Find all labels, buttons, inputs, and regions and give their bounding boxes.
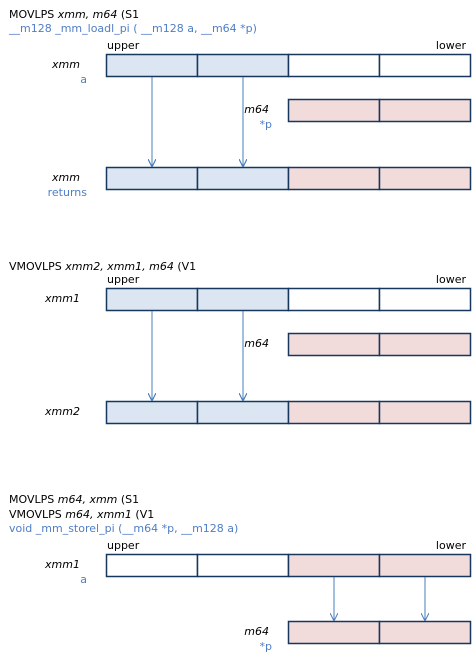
register-cell-empty [105,553,199,578]
register-cell-lower [378,98,472,123]
lower-label: lower [435,539,466,552]
register-alias: returns [47,186,87,199]
register-alias: *p [259,118,272,131]
instruction-title-alt-part: m64, xmm1 [65,508,132,521]
register-cell-lower [378,620,472,645]
register-cell-lower [287,98,381,123]
register-cell-lower [378,553,472,578]
instruction-title: VMOVLPS xmm2, xmm1, m64 (V1 [9,260,196,273]
register-cell-lower [287,620,381,645]
register-xmm2 [105,400,472,425]
register-cell-upper [105,53,199,78]
instruction-title-part: xmm2, xmm1, m64 [65,260,174,273]
register-alias: a [80,573,87,586]
register-name: xmm [52,58,80,71]
instruction-title-part: VMOVLPS [9,260,66,273]
register-cell-empty [378,53,472,78]
register-cell-upper [196,287,290,312]
register-cell-lower [287,400,381,425]
upper-label: upper [107,39,140,52]
register-name: xmm1 [45,558,80,571]
intrinsic-signature: void _mm_storel_pi (__m64 *p, __m128 a) [9,522,239,535]
register-cell-empty [287,53,381,78]
register-m64 [287,620,472,645]
register-cell-upper [105,166,199,191]
register-name: m64 [244,337,269,350]
register-cell-lower [287,332,381,357]
register-cell-lower [378,332,472,357]
lower-label: lower [435,39,466,52]
register-m64 [287,98,472,123]
upper-label: upper [107,273,140,286]
lower-label: lower [435,273,466,286]
register-cell-upper [196,166,290,191]
register-name: xmm1 [45,292,80,305]
instruction-title: MOVLPS xmm, m64 (S1 [9,8,139,21]
register-cell-lower [378,400,472,425]
register-cell-upper [196,53,290,78]
register-name: m64 [244,625,269,638]
register-cell-empty [287,287,381,312]
upper-label: upper [107,539,140,552]
register-name: xmm [52,171,80,184]
register-cell-lower [287,166,381,191]
instruction-title: MOVLPS m64, xmm (S1 [9,493,139,506]
instruction-title-part: (V1 [173,260,197,273]
instruction-title-alt-part: VMOVLPS [9,508,66,521]
register-cell-lower [378,166,472,191]
instruction-title-part: m64, xmm [57,493,118,506]
register-cell-upper [196,400,290,425]
register-cell-empty [378,287,472,312]
intrinsic-signature: __m128 _mm_loadl_pi ( __m128 a, __m64 *p… [9,22,257,35]
instruction-title-alt-part: (V1 [131,508,155,521]
register-m64 [287,332,472,357]
instruction-title-part: MOVLPS [9,493,58,506]
instruction-title-part: (S1 [117,493,140,506]
register-xmm1 [105,553,472,578]
register-alias: a [80,73,87,86]
register-alias: *p [259,640,272,653]
register-xmm [105,53,472,78]
register-xmm1 [105,287,472,312]
register-xmm [105,166,472,191]
register-cell-lower [287,553,381,578]
instruction-title-part: xmm, m64 [57,8,118,21]
instruction-title-part: MOVLPS [9,8,58,21]
register-cell-empty [196,553,290,578]
instruction-title-part: (S1 [117,8,140,21]
register-name: xmm2 [45,405,80,418]
instruction-title-alt: VMOVLPS m64, xmm1 (V1 [9,508,154,521]
register-cell-upper [105,287,199,312]
register-cell-upper [105,400,199,425]
register-name: m64 [244,103,269,116]
